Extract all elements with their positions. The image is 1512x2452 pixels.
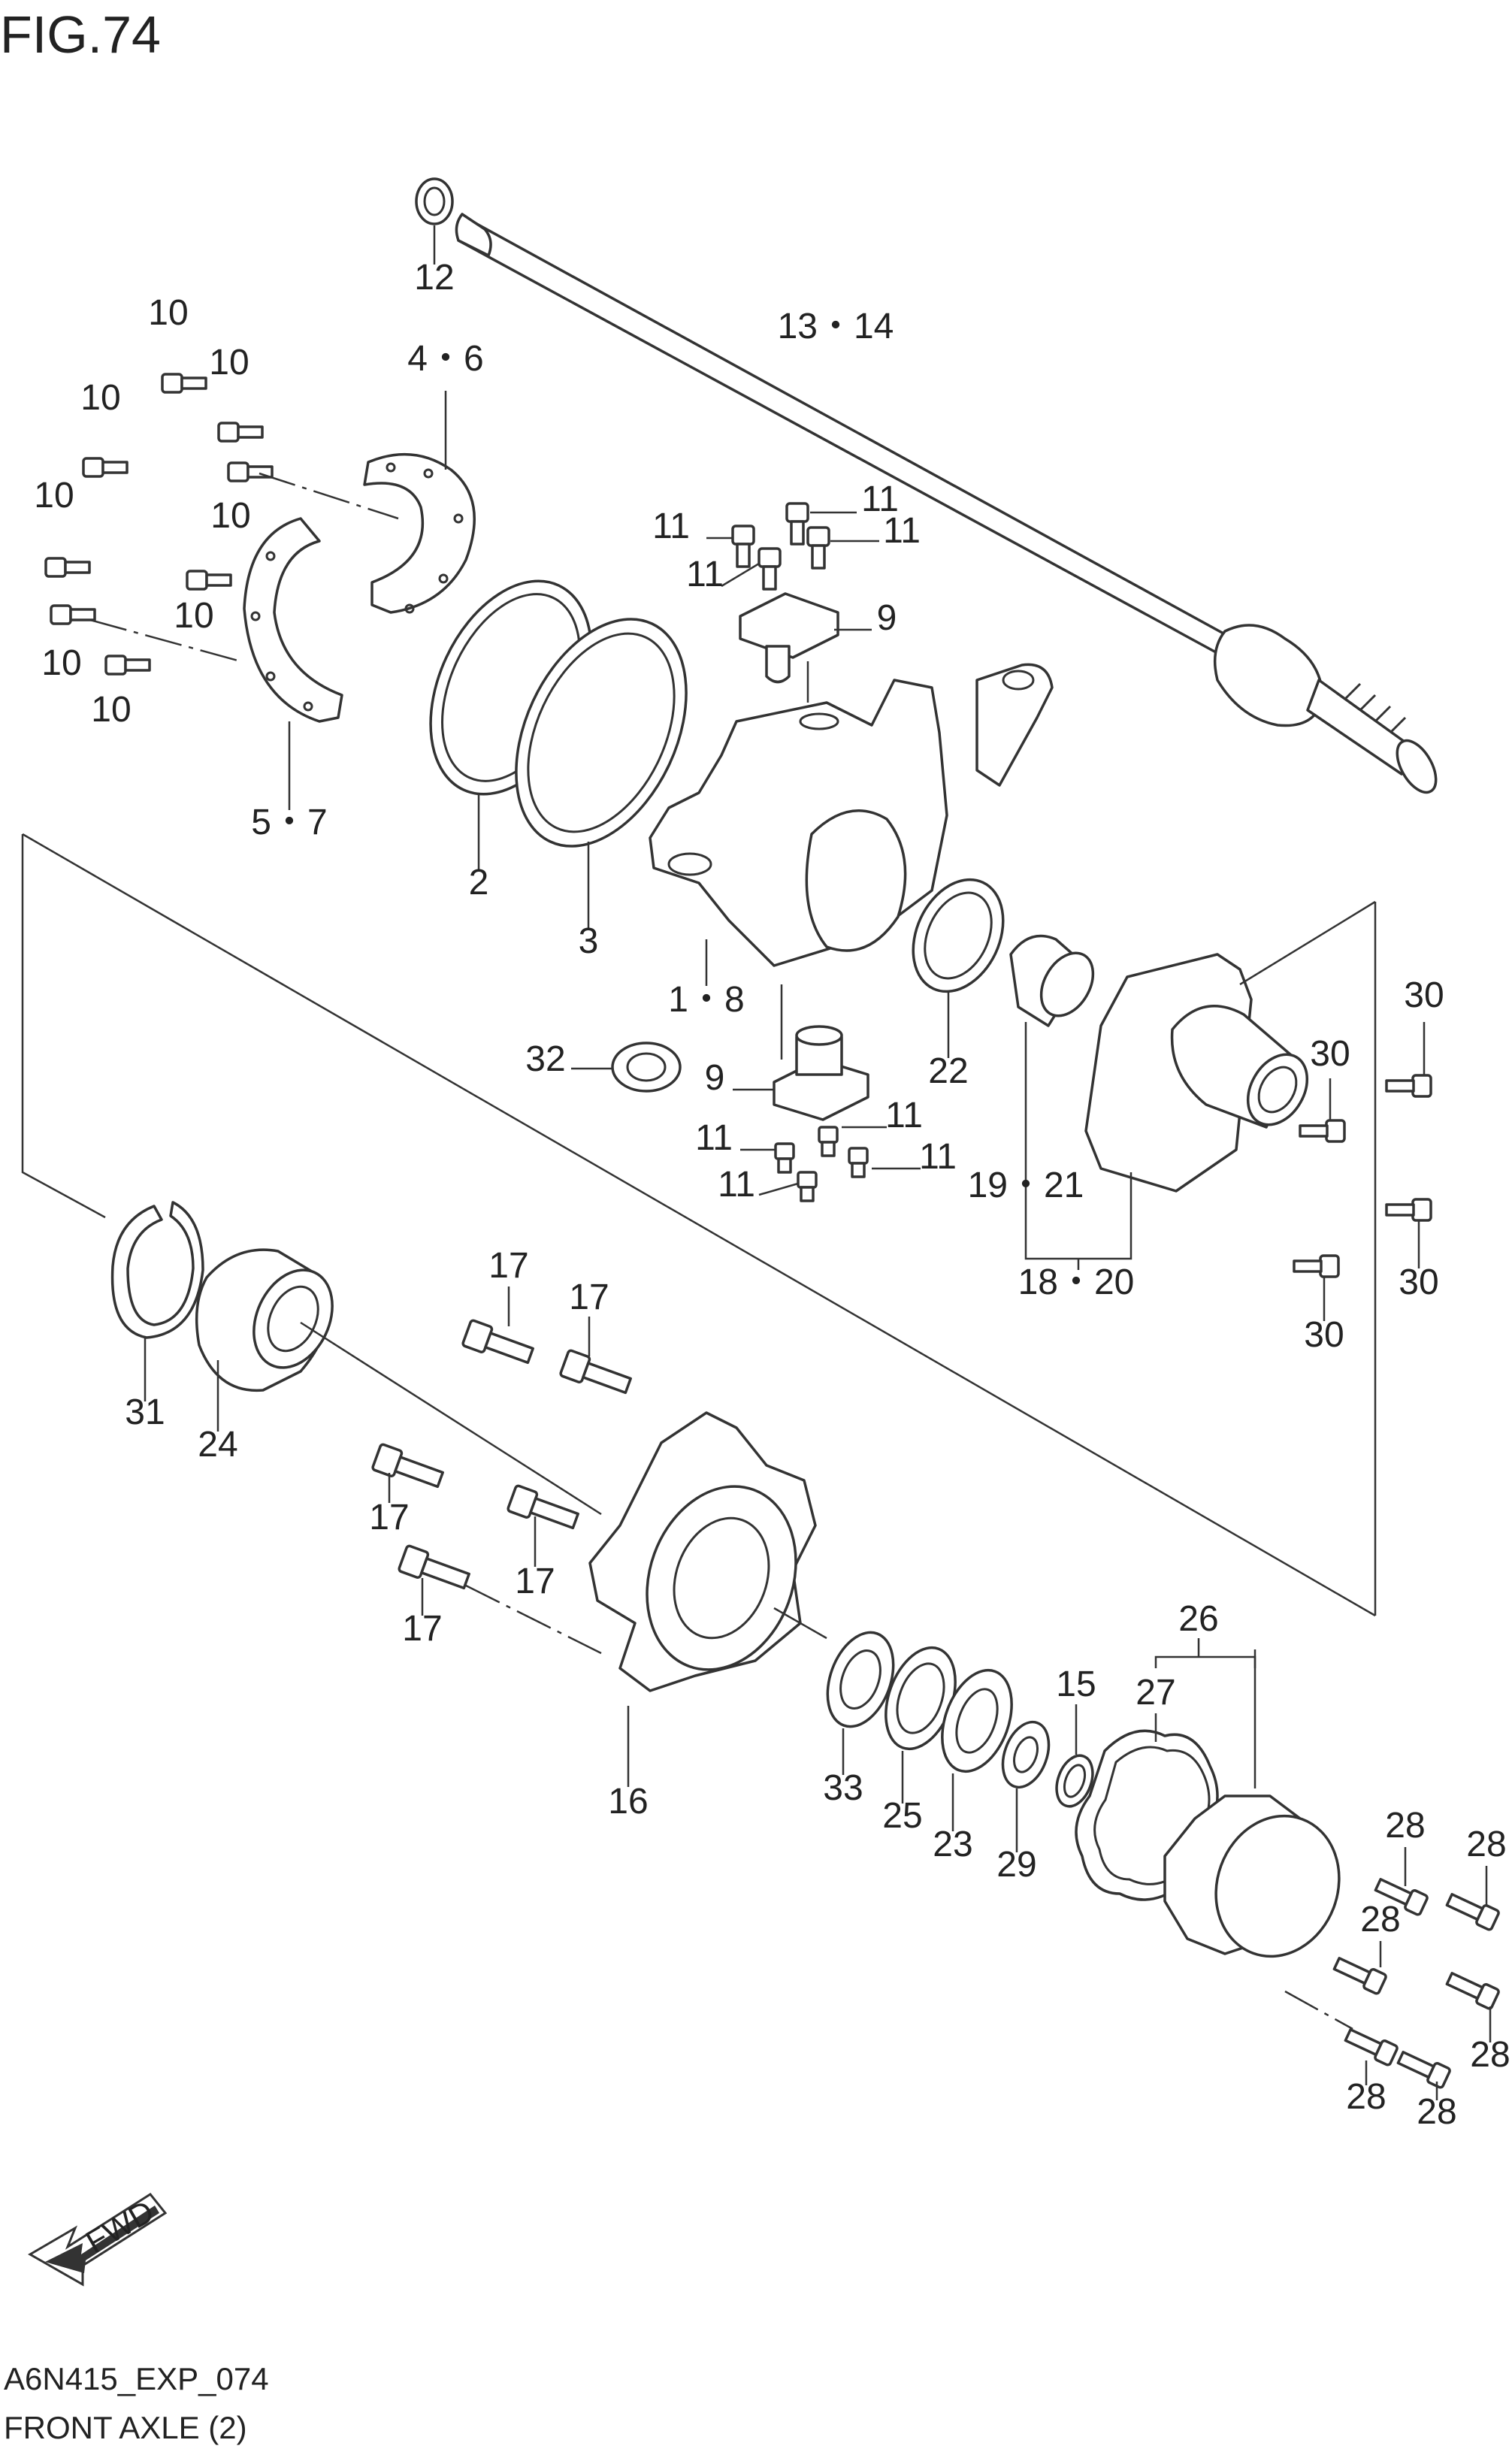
- part-label-10e: 10: [210, 496, 250, 536]
- part-label-17a: 17: [488, 1246, 528, 1286]
- bolts-11-upper: [706, 502, 879, 591]
- part-label-28a: 28: [1385, 1806, 1425, 1846]
- bushing-19-21: [1009, 934, 1095, 1247]
- fwd-label: FWD: [80, 2193, 159, 2260]
- part-label-32: 32: [525, 1039, 565, 1079]
- diagram-code: A6N415_EXP_074: [4, 2361, 269, 2396]
- part-label-19-21: 19・21: [968, 1166, 1084, 1205]
- part-label-18-20: 18・20: [1018, 1262, 1135, 1302]
- ball-joint-upper-9: [739, 592, 872, 703]
- part-label-10b: 10: [209, 343, 249, 382]
- circlip-31: [110, 1201, 204, 1401]
- hub-cap-26: [1154, 1638, 1341, 1958]
- spindle-18-20: [1024, 953, 1309, 1270]
- part-label-27: 27: [1136, 1673, 1175, 1713]
- lock-nut-23: [941, 1668, 1013, 1831]
- part-label-13-14: 13・14: [778, 307, 894, 346]
- part-label-28d: 28: [1470, 2035, 1510, 2075]
- part-label-17d: 17: [515, 1562, 555, 1601]
- part-label-28f: 28: [1417, 2092, 1456, 2132]
- figure-title: FIG.74: [0, 5, 161, 64]
- part-label-29: 29: [996, 1845, 1036, 1885]
- part-label-11d: 11: [686, 555, 724, 594]
- part-label-22: 22: [928, 1051, 968, 1091]
- part-label-16: 16: [608, 1782, 648, 1822]
- washer-29: [1001, 1720, 1051, 1852]
- cap-bolts-28: [1284, 1847, 1500, 2100]
- part-label-23: 23: [933, 1825, 972, 1864]
- part-label-4-6: 4・6: [407, 339, 483, 379]
- part-label-1-8: 1・8: [668, 980, 744, 1020]
- part-label-10h: 10: [91, 690, 131, 730]
- part-label-3: 3: [579, 921, 599, 961]
- part-label-28c: 28: [1360, 1900, 1400, 1940]
- part-label-30a: 30: [1404, 975, 1444, 1015]
- part-label-12: 12: [414, 258, 454, 298]
- part-label-10a: 10: [148, 293, 188, 333]
- part-label-17b: 17: [569, 1277, 609, 1317]
- part-label-33: 33: [823, 1768, 863, 1808]
- bolts-10: [44, 373, 399, 676]
- bolts-30: [1293, 1022, 1432, 1321]
- part-label-11g: 11: [919, 1137, 957, 1177]
- washer-33: [826, 1631, 895, 1775]
- part-label-10c: 10: [80, 378, 120, 418]
- snap-ring-15: [1055, 1704, 1094, 1808]
- ring-25: [885, 1646, 957, 1803]
- part-label-10g: 10: [41, 643, 81, 683]
- seal-plate-4-6: [363, 391, 476, 614]
- part-label-17c: 17: [369, 1498, 409, 1537]
- part-label-9a: 9: [877, 598, 897, 638]
- part-label-11e: 11: [885, 1096, 923, 1135]
- part-label-31: 31: [125, 1392, 165, 1432]
- bearing-24: [195, 1248, 602, 1516]
- part-label-26: 26: [1178, 1599, 1218, 1639]
- seal-plate-5-7: [243, 517, 343, 810]
- diagram-name: FRONT AXLE (2): [4, 2410, 247, 2445]
- part-label-11c: 11: [883, 511, 921, 551]
- part-label-28e: 28: [1346, 2077, 1386, 2117]
- axle-shaft: [455, 213, 1438, 794]
- part-label-30c: 30: [1399, 1262, 1438, 1302]
- part-label-5-7: 5・7: [251, 803, 327, 842]
- part-label-11b: 11: [652, 506, 690, 546]
- part-label-30d: 30: [1304, 1315, 1344, 1355]
- part-label-15: 15: [1056, 1664, 1096, 1704]
- part-label-28b: 28: [1466, 1825, 1506, 1864]
- bolts-11-lower: [740, 1126, 921, 1202]
- seal-3: [515, 618, 688, 930]
- part-label-11h: 11: [718, 1165, 755, 1205]
- seal-22: [912, 878, 1005, 1058]
- part-label-10f: 10: [174, 596, 213, 636]
- seal-32: [571, 1042, 682, 1093]
- part-label-10d: 10: [34, 476, 74, 515]
- part-label-11f: 11: [695, 1118, 733, 1158]
- fwd-arrow: FWD: [28, 2193, 168, 2287]
- hub-flange-16: [588, 1411, 827, 1787]
- part-label-17e: 17: [402, 1609, 442, 1649]
- hub-bolts-17: [371, 1286, 632, 1655]
- ball-joint-lower-9: [733, 984, 869, 1121]
- part-label-2: 2: [469, 863, 489, 902]
- steering-knuckle: [649, 663, 1054, 986]
- part-label-30b: 30: [1310, 1034, 1350, 1074]
- assembly-outline: [21, 833, 1377, 1617]
- part-label-25: 25: [882, 1796, 922, 1836]
- snap-ring-12: [415, 177, 454, 265]
- part-label-11a: 11: [861, 479, 899, 519]
- part-label-9b: 9: [705, 1058, 725, 1098]
- part-label-24: 24: [198, 1425, 237, 1465]
